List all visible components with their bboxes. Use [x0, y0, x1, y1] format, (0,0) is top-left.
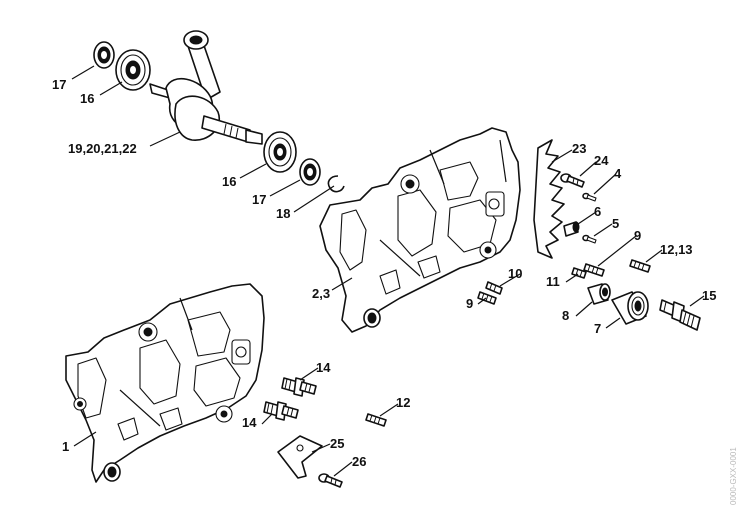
label-17-top: 17: [52, 77, 66, 92]
label-7: 7: [594, 321, 601, 336]
label-4: 4: [614, 166, 622, 181]
stud-9-right: [583, 263, 605, 277]
collar-stud-15: [659, 299, 701, 331]
collar-stud-14-upper: [281, 377, 317, 397]
stud-11: [571, 267, 587, 279]
bushing-7: [611, 291, 649, 325]
pin-4: [582, 192, 597, 202]
label-8: 8: [562, 308, 569, 323]
crankcase-half-upper: [319, 127, 521, 333]
label-5: 5: [612, 216, 619, 231]
label-23: 23: [572, 141, 586, 156]
label-9-right: 9: [634, 228, 641, 243]
label-18: 18: [276, 206, 290, 221]
crankshaft-assembly: [93, 30, 345, 193]
label-16-bottom: 16: [222, 174, 236, 189]
bracket-25: [277, 435, 323, 479]
watermark-code: 0000-GXX-0001: [729, 447, 738, 505]
label-2-3: 2,3: [312, 286, 330, 301]
screw-26: [318, 473, 343, 488]
screw-24: [560, 173, 585, 188]
oil-seal-top: [93, 41, 115, 69]
stud-10: [485, 281, 503, 295]
label-6: 6: [594, 204, 601, 219]
label-26: 26: [352, 454, 366, 469]
collar-stud-14-lower: [263, 401, 299, 421]
label-14-upper: 14: [316, 360, 331, 375]
label-1: 1: [62, 439, 69, 454]
oil-seal-bottom: [299, 158, 321, 186]
stud-12: [365, 413, 387, 427]
stud-12-13: [629, 259, 651, 273]
crankcase-half-lower: [65, 283, 265, 483]
label-10: 10: [508, 266, 522, 281]
ball-bearing-top: [115, 49, 151, 91]
crankshaft: [149, 78, 263, 145]
label-16-top: 16: [80, 91, 94, 106]
label-25: 25: [330, 436, 344, 451]
label-11: 11: [546, 274, 560, 289]
label-12: 12: [396, 395, 410, 410]
label-17-bottom: 17: [252, 192, 266, 207]
label-15: 15: [702, 288, 716, 303]
label-12-13: 12,13: [660, 242, 693, 257]
ball-bearing-bottom: [263, 131, 297, 173]
leader-lines: [71, 65, 705, 477]
part-labels: 17 16 19,20,21,22 16 17 18 2,3 23 24 4 6…: [52, 77, 716, 469]
pin-5: [582, 234, 597, 244]
label-24: 24: [594, 153, 609, 168]
circlip: [327, 175, 345, 193]
sleeve-6: [563, 221, 580, 237]
connecting-rod: [183, 30, 221, 101]
label-9-left: 9: [466, 296, 473, 311]
sleeve-8: [587, 283, 611, 305]
label-14-lower: 14: [242, 415, 257, 430]
stud-9-left: [477, 291, 497, 305]
label-19-22: 19,20,21,22: [68, 141, 137, 156]
spiked-bumper: [533, 139, 565, 259]
